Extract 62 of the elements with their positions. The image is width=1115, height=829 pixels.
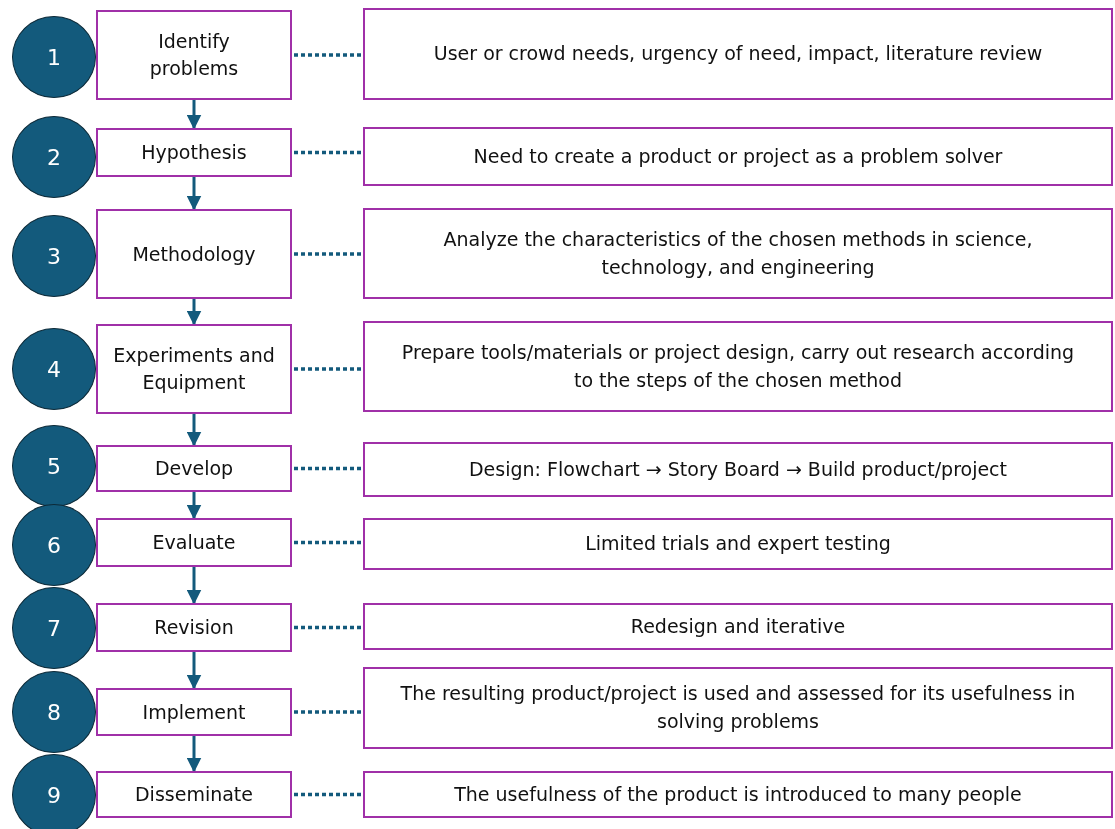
step-box xyxy=(96,603,292,652)
step-title: Hypothesis xyxy=(141,140,247,166)
arrow xyxy=(186,567,202,605)
step-description: The usefulness of the product is introduced to many people xyxy=(454,781,1022,807)
step-description: Analyze the characteristics of the chosen methods in science, technology, and engineering xyxy=(442,226,1034,280)
step-box xyxy=(96,324,292,414)
step-number: 7 xyxy=(47,615,61,641)
step-title: Evaluate xyxy=(152,530,236,556)
dotted-connector xyxy=(294,53,362,57)
step-number: 2 xyxy=(47,144,61,170)
description-box xyxy=(363,321,1113,412)
arrow xyxy=(186,736,202,773)
arrow xyxy=(186,652,202,690)
dotted-connector xyxy=(294,466,362,471)
step-description: The resulting product/project is used and assessed for its usefulness in solving problems xyxy=(399,681,1077,734)
dotted-connector xyxy=(294,540,362,545)
step-description: User or crowd needs, urgency of need, impact, literature review xyxy=(433,41,1043,67)
step-number: 3 xyxy=(47,243,61,269)
step-box xyxy=(96,10,292,100)
step-box xyxy=(96,688,292,736)
arrow xyxy=(186,299,202,326)
description-box xyxy=(363,442,1113,497)
step-title: Implement xyxy=(142,699,246,725)
dotted-connector xyxy=(294,150,362,155)
step-title: Methodology xyxy=(132,241,256,267)
step-number: 1 xyxy=(47,44,61,70)
description-box xyxy=(363,127,1113,186)
step-box xyxy=(96,518,292,567)
step-description: Limited trials and expert testing xyxy=(585,531,891,557)
step-box xyxy=(96,445,292,492)
step-title: Develop xyxy=(154,456,234,482)
dotted-connector xyxy=(294,792,362,797)
step-number: 4 xyxy=(47,356,61,382)
step-title: Disseminate xyxy=(135,782,253,808)
dotted-connector xyxy=(294,710,362,714)
step-number: 6 xyxy=(47,532,61,558)
step-title: Experiments and Equipment xyxy=(112,343,276,395)
step-description: Redesign and iterative xyxy=(630,613,846,639)
step-description: Need to create a product or project as a problem solver xyxy=(473,143,1003,169)
arrow xyxy=(186,177,202,211)
step-box xyxy=(96,209,292,299)
description-box xyxy=(363,771,1113,818)
step-title: Revision xyxy=(154,615,234,641)
step-number: 5 xyxy=(47,453,61,479)
description-box xyxy=(363,208,1113,299)
arrow xyxy=(186,100,202,130)
dotted-connector xyxy=(294,625,362,630)
step-number: 9 xyxy=(47,782,61,808)
dotted-connector xyxy=(294,252,362,256)
step-title: Identify problems xyxy=(148,29,240,81)
step-box xyxy=(96,771,292,818)
step-number: 8 xyxy=(47,699,61,725)
description-box xyxy=(363,518,1113,570)
arrow xyxy=(186,414,202,447)
dotted-connector xyxy=(294,367,362,371)
description-box xyxy=(363,603,1113,650)
step-box xyxy=(96,128,292,177)
step-description: Design: Flowchart → Story Board → Build product/project xyxy=(469,456,1007,482)
description-box xyxy=(363,8,1113,100)
description-box xyxy=(363,667,1113,749)
arrow xyxy=(186,492,202,520)
step-description: Prepare tools/materials or project design, carry out research according to the steps of the chosen method xyxy=(400,339,1076,393)
